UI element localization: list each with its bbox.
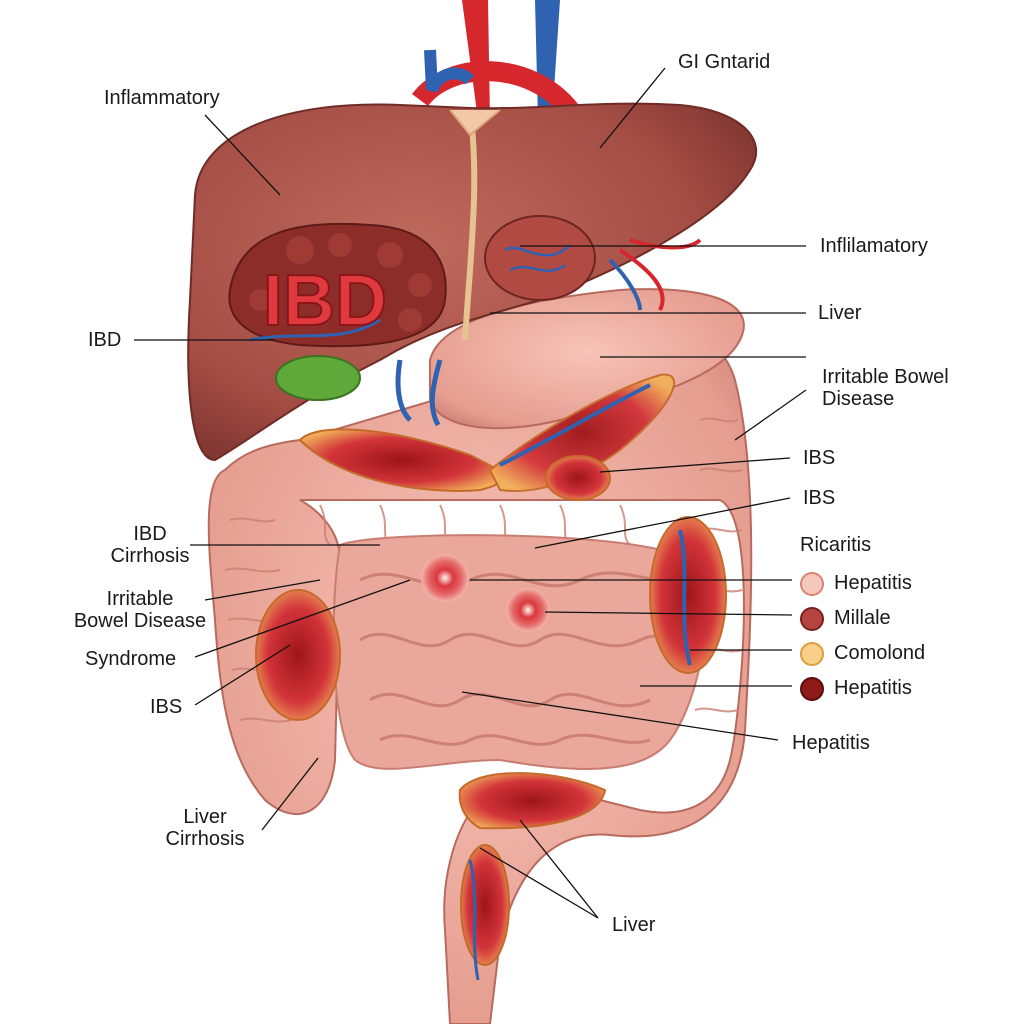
ulcer-2	[506, 588, 550, 632]
label-gi-gntarid: GI Gntarid	[678, 51, 771, 73]
leader-lines	[134, 67, 807, 919]
mesenteric-vessels	[395, 359, 443, 427]
legend-label: Hepatitis	[834, 677, 912, 699]
label-irritable-bowel-disease-left: Irritable Bowel Disease	[73, 588, 207, 632]
hepatic-veins	[608, 258, 642, 311]
lesion-texture	[249, 233, 432, 332]
legend-label: Millale	[834, 607, 891, 629]
sigmoid-inflammation	[458, 772, 607, 830]
legend-item: Millale	[800, 601, 1000, 636]
right-lobe-lesion	[484, 215, 596, 301]
legend-label: Comolond	[834, 642, 926, 664]
legend-swatch	[800, 676, 824, 701]
legend-item: Comolond	[800, 636, 1000, 671]
legend-swatch	[800, 571, 824, 596]
label-ibs-right-1: IBS	[803, 447, 836, 469]
label-liver-cirrhosis: Liver Cirrhosis	[165, 806, 245, 850]
transverse-vessels	[499, 383, 651, 467]
descending-inflammation	[649, 516, 727, 674]
ibd-organ-text: IBD	[263, 261, 387, 341]
gallbladder	[275, 355, 361, 401]
legend-item: Hepatitis	[800, 671, 1000, 706]
intestine-loops	[359, 571, 692, 746]
focal-lesion-transverse	[545, 455, 611, 501]
ligament-top	[449, 109, 501, 137]
ulcer-1	[421, 554, 469, 602]
legend-swatch	[800, 641, 824, 666]
label-liver-bottom: Liver	[612, 914, 656, 936]
ascending-inflammation	[255, 589, 341, 721]
label-inflammatory-top: Inflammatory	[104, 87, 220, 109]
label-hepatitis-right: Hepatitis	[792, 732, 870, 754]
descending-vessels	[678, 529, 692, 666]
label-liver-right: Liver	[818, 302, 862, 324]
right-lesion-vessels	[504, 244, 571, 272]
hepatic-vessels	[618, 238, 702, 311]
legend: Ricaritis Hepatitis Millale Comolond Hep…	[800, 534, 1000, 706]
label-ibs-right-2: IBS	[803, 487, 836, 509]
rectal-vessels	[468, 859, 480, 981]
portal-vein	[424, 49, 475, 93]
label-inflamatory-right: Inflilamatory	[820, 235, 928, 257]
legend-label: Hepatitis	[834, 572, 912, 594]
label-ibd-cirrhosis: IBD Cirrhosis	[110, 523, 190, 567]
small-intestine	[332, 534, 706, 770]
falciform-ligament	[462, 109, 478, 341]
label-irritable-bowel-disease-right: Irritable Bowel Disease	[822, 366, 949, 410]
legend-swatch	[800, 606, 824, 631]
label-syndrome: Syndrome	[85, 648, 177, 670]
legend-title: Ricaritis	[800, 534, 872, 556]
legend-item: Hepatitis	[800, 566, 1000, 601]
aorta	[462, 0, 490, 120]
label-ibd-left: IBD	[88, 329, 122, 351]
rectal-inflammation	[460, 844, 510, 966]
lesion-vessel	[249, 318, 381, 342]
label-ibs-left: IBS	[150, 696, 183, 718]
